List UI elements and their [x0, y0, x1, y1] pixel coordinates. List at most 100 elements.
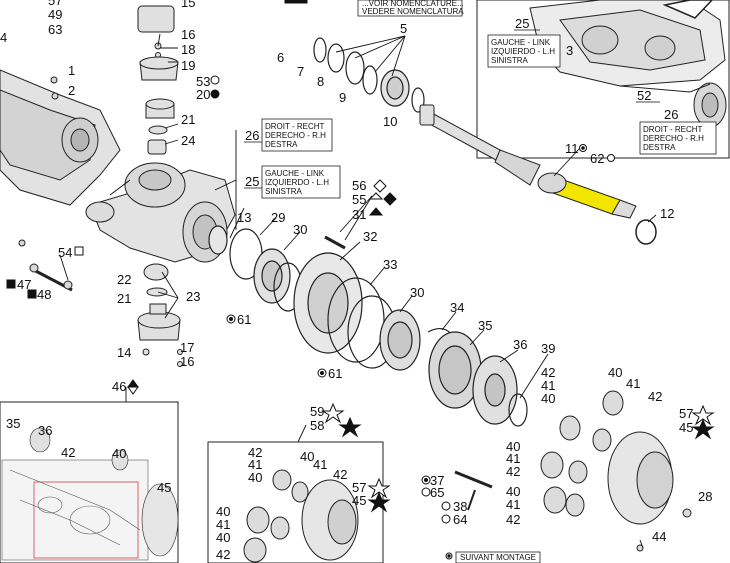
callout: 21 [181, 112, 195, 127]
callout: 38 [453, 499, 467, 514]
callout: 40 [112, 446, 126, 461]
axle-overview-frame [476, 0, 730, 159]
top-note-line1: ...VOIR NOMENCLATURE... [362, 0, 464, 8]
callout: 42 [333, 467, 347, 482]
svg-text:GAUCHE - LINK: GAUCHE - LINK [491, 38, 551, 47]
svg-text:GAUCHE - LINK: GAUCHE - LINK [265, 169, 325, 178]
svg-text:DERECHO - R.H: DERECHO - R.H [265, 131, 326, 140]
callout: 61 [328, 366, 342, 381]
drive-shaft-upper [419, 104, 541, 186]
callout: 36 [513, 337, 527, 352]
callout: 42 [648, 389, 662, 404]
callout: 47 [17, 277, 31, 292]
callout: 45 [679, 420, 693, 435]
callout: 31 [352, 207, 366, 222]
label-boxes [261, 0, 717, 563]
callout: 40 [506, 439, 520, 454]
callout: 35 [6, 416, 20, 431]
svg-text:IZQUIERDO - L.H: IZQUIERDO - L.H [491, 47, 555, 56]
callout: 21 [117, 291, 131, 306]
callout: 28 [698, 489, 712, 504]
svg-text:SINISTRA: SINISTRA [491, 56, 529, 65]
callout: 40 [541, 391, 555, 406]
callout: 42 [506, 464, 520, 479]
droit-label-1: DROIT - RECHT DERECHO - R.H DESTRA [265, 122, 326, 149]
callout: 57 [352, 480, 366, 495]
svg-text:DROIT - RECHT: DROIT - RECHT [265, 122, 325, 131]
callout: 39 [541, 341, 555, 356]
callout: 42 [216, 547, 230, 562]
callout: 55 [352, 192, 366, 207]
droit-label-2: DROIT - RECHT DERECHO - R.H DESTRA [643, 125, 704, 152]
callout: 61 [237, 312, 251, 327]
callout: 58 [310, 418, 324, 433]
ring-12 [635, 219, 657, 245]
callout: 57 [48, 0, 62, 8]
callout: 22 [117, 272, 131, 287]
callout-numbers: 57 49 63 4 1 2 15 16 18 19 53 20 21 24 2… [0, 0, 712, 562]
callout: 40 [506, 484, 520, 499]
callout: 25 [515, 16, 529, 31]
svg-text:DROIT - RECHT: DROIT - RECHT [643, 125, 703, 134]
callout: 40 [216, 530, 230, 545]
callout: 45 [157, 480, 171, 495]
callout: 9 [339, 90, 346, 105]
callout: 26 [245, 128, 259, 143]
callout: 41 [248, 457, 262, 472]
svg-text:SINISTRA: SINISTRA [265, 187, 303, 196]
callout: 45 [352, 493, 366, 508]
callout: 33 [383, 257, 397, 272]
highlighted-axle-shaft [537, 172, 637, 219]
callout: 46 [112, 379, 126, 394]
callout: 13 [237, 210, 251, 225]
callout: 10 [383, 114, 397, 129]
callout: 17 [180, 340, 194, 355]
top-note: ...VOIR NOMENCLATURE... VEDERE NOMENCLAT… [362, 0, 464, 16]
callout: 41 [506, 497, 520, 512]
suivant-montage-label: SUIVANT MONTAGE [460, 553, 536, 562]
callout: 1 [68, 63, 75, 78]
callout: 16 [180, 354, 194, 369]
callout: 30 [293, 222, 307, 237]
seals-bearings-upper [313, 37, 425, 113]
callout: 56 [352, 178, 366, 193]
callout: 54 [58, 245, 72, 260]
gear-detail-2-parts [243, 469, 359, 563]
callout: 11 [565, 141, 579, 156]
callout: 49 [48, 7, 62, 22]
callout: 14 [117, 345, 131, 360]
callout: 18 [181, 42, 195, 57]
callout: 41 [541, 378, 555, 393]
callout: 44 [652, 529, 666, 544]
callout: 35 [478, 318, 492, 333]
callout: 29 [271, 210, 285, 225]
callout: 37 [430, 473, 444, 488]
callout: 34 [450, 300, 464, 315]
kingpin-parts-upper [137, 5, 179, 155]
svg-text:DERECHO - R.H: DERECHO - R.H [643, 134, 704, 143]
callout: 42 [61, 445, 75, 460]
callout: 53 [196, 74, 210, 89]
callout: 57 [679, 406, 693, 421]
callout-underlines [244, 29, 660, 189]
hub-assembly [208, 225, 528, 427]
callout: 41 [313, 457, 327, 472]
callout: 30 [410, 285, 424, 300]
callout: 5 [400, 21, 407, 36]
callout: 3 [566, 43, 573, 58]
bolts-left [18, 76, 73, 290]
callout: 40 [248, 470, 262, 485]
callout: 48 [37, 287, 51, 302]
callout: 59 [310, 404, 324, 419]
axle-housing-overview [529, 0, 727, 128]
callout: 41 [506, 451, 520, 466]
gear-detail-frame-1 [0, 401, 179, 563]
callout: 16 [181, 27, 195, 42]
callout: 20 [196, 87, 210, 102]
top-note-line2: VEDERE NOMENCLATURA [362, 7, 464, 16]
callout: 42 [248, 445, 262, 460]
gear-detail-1-thumbnail [1, 427, 179, 561]
callout: 65 [430, 485, 444, 500]
callout: 62 [590, 151, 604, 166]
